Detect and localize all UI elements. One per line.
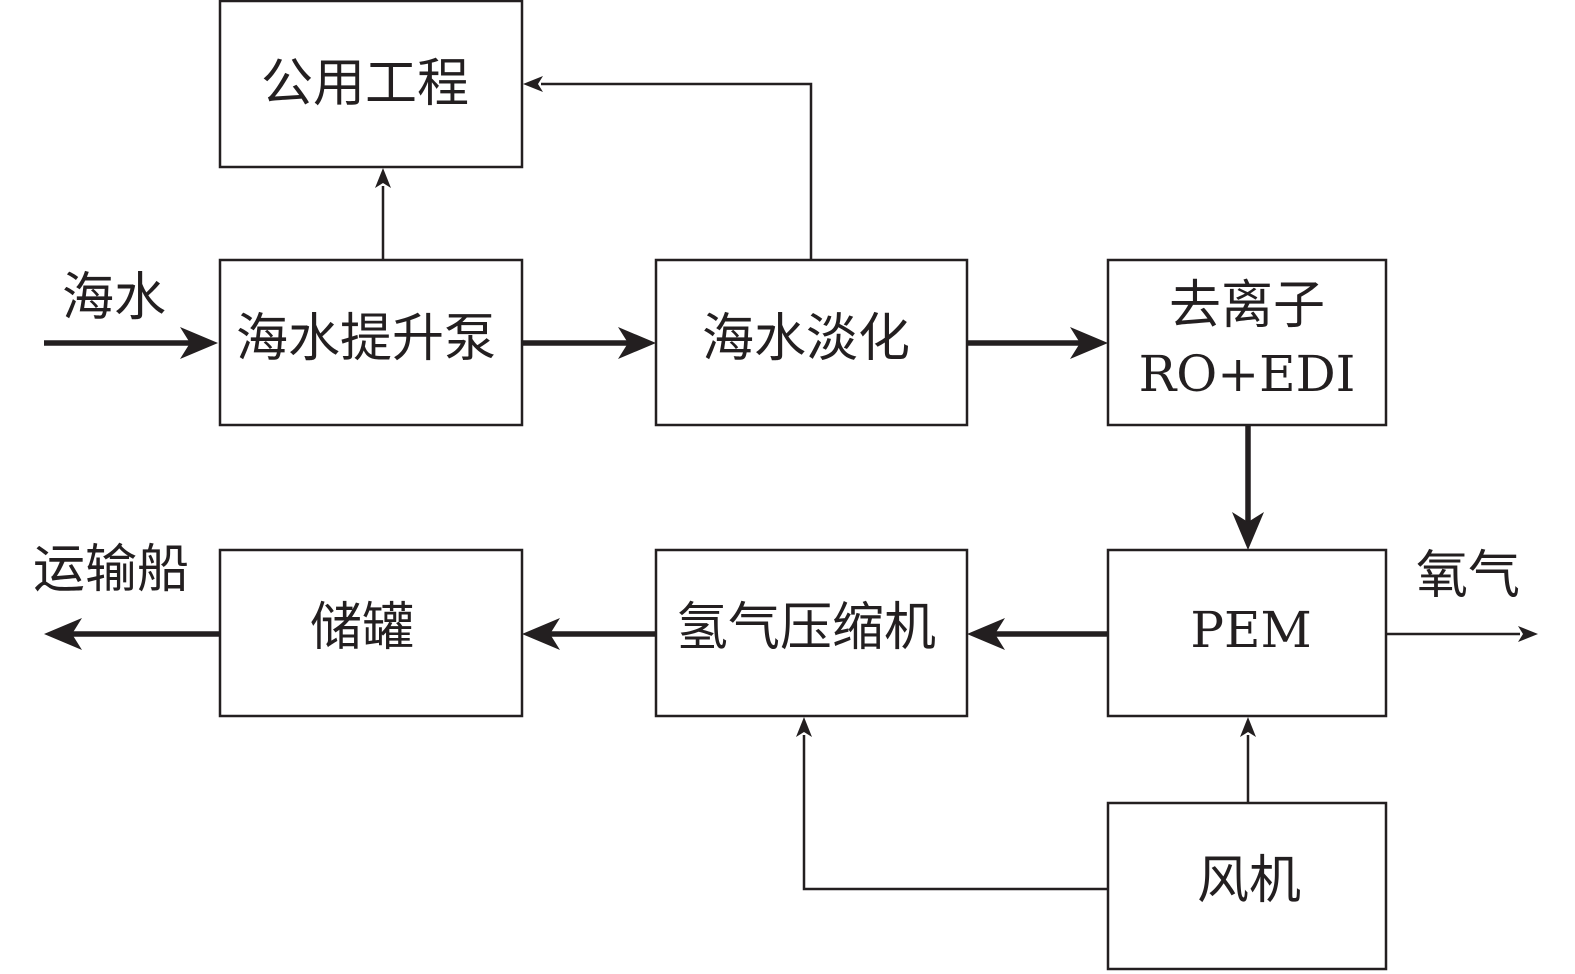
arrow-pump-to-utility <box>375 168 391 260</box>
box-storage-tank: 储罐 <box>218 548 524 718</box>
arrow-pem-to-compressor <box>967 618 1108 650</box>
arrow-desal-to-utility <box>523 76 813 260</box>
box-seawater-lift-pump: 海水提升泵 <box>218 258 524 427</box>
arrow-deion-to-pem <box>1232 425 1264 550</box>
arrow-fan-to-pem <box>1240 717 1256 803</box>
box-label: 海水淡化 <box>702 309 910 369</box>
arrow-pump-to-desal <box>522 327 656 359</box>
arrow-seawater-to-pump <box>44 327 218 359</box>
box-label: 风机 <box>1197 851 1301 911</box>
box-label: PEM <box>1190 601 1311 659</box>
label-transport-ship: 运输船 <box>33 540 189 600</box>
label-oxygen-outlet: 氧气 <box>1416 546 1520 606</box>
box-utility-engineering: 公用工程 <box>218 0 524 169</box>
box-label: 氢气压缩机 <box>676 598 936 658</box>
arrow-fan-to-compressor <box>796 717 1108 891</box>
label-seawater-inlet: 海水 <box>62 268 166 328</box>
arrow-tank-to-ship <box>44 618 220 650</box>
box-label: 储罐 <box>310 598 414 658</box>
arrow-compressor-to-tank <box>522 618 656 650</box>
arrow-pem-to-oxygen <box>1386 626 1538 642</box>
box-label: 海水提升泵 <box>236 309 496 369</box>
box-label: 公用工程 <box>261 54 469 114</box>
box-seawater-desalination: 海水淡化 <box>654 258 969 427</box>
box-pem-electrolyzer: PEM <box>1106 548 1388 718</box>
box-label-line2: RO+EDI <box>1139 345 1356 403</box>
box-fan: 风机 <box>1106 801 1388 971</box>
box-deionization: 去离子 RO+EDI <box>1106 258 1388 427</box>
box-label-line1: 去离子 <box>1169 276 1325 336</box>
box-hydrogen-compressor: 氢气压缩机 <box>654 548 969 718</box>
arrow-desal-to-deion <box>967 327 1108 359</box>
